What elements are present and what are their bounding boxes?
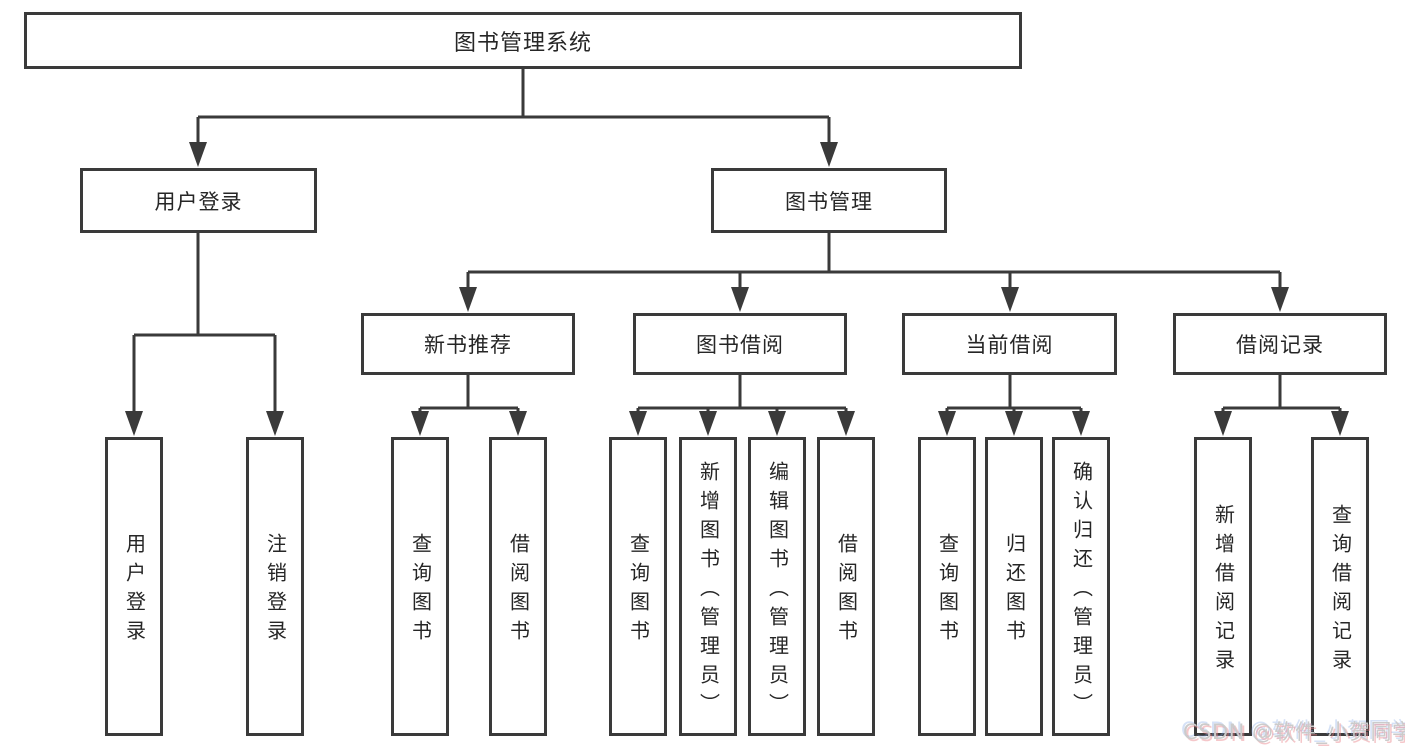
leaf-current-query-label: 查询图书 (935, 533, 960, 649)
leaf-add-book-admin: 新增图书（管理员） (679, 437, 737, 736)
node-current-borrow: 当前借阅 (902, 313, 1117, 375)
leaf-query-borrow-record-label: 查询借阅记录 (1328, 504, 1353, 678)
node-user-login-label: 用户登录 (154, 189, 243, 214)
node-book-borrow: 图书借阅 (633, 313, 847, 375)
leaf-add-borrow-record-label: 新增借阅记录 (1211, 504, 1236, 678)
csdn-watermark: CSDN @软件_小贺同学 (1183, 720, 1405, 744)
leaf-query-borrow-record: 查询借阅记录 (1311, 437, 1369, 736)
leaf-borrow-book-label: 借阅图书 (834, 533, 859, 649)
leaf-borrow-query: 查询图书 (609, 437, 667, 736)
leaf-newbook-borrow-label: 借阅图书 (506, 533, 531, 649)
leaf-confirm-return-admin-label: 确认归还（管理员） (1069, 460, 1094, 722)
node-system-root: 图书管理系统 (24, 12, 1022, 69)
node-borrow-records: 借阅记录 (1173, 313, 1387, 375)
leaf-return-book-label: 归还图书 (1002, 533, 1027, 649)
leaf-newbook-query: 查询图书 (391, 437, 449, 736)
node-new-book-recommend: 新书推荐 (361, 313, 575, 375)
node-book-management-label: 图书管理 (785, 189, 873, 214)
leaf-edit-book-admin: 编辑图书（管理员） (748, 437, 806, 736)
leaf-add-borrow-record: 新增借阅记录 (1194, 437, 1252, 736)
leaf-user-login: 用户登录 (105, 437, 163, 736)
leaf-edit-book-admin-label: 编辑图书（管理员） (765, 460, 790, 722)
leaf-user-login-label: 用户登录 (122, 533, 147, 649)
leaf-borrow-book: 借阅图书 (817, 437, 875, 736)
leaf-newbook-query-label: 查询图书 (408, 533, 433, 649)
node-borrow-records-label: 借阅记录 (1236, 333, 1324, 357)
node-new-book-recommend-label: 新书推荐 (424, 333, 512, 357)
node-book-management: 图书管理 (711, 168, 947, 233)
leaf-current-query: 查询图书 (918, 437, 976, 736)
leaf-add-book-admin-label: 新增图书（管理员） (696, 460, 721, 722)
node-user-login: 用户登录 (80, 168, 317, 233)
leaf-logout: 注销登录 (246, 437, 304, 736)
leaf-logout-label: 注销登录 (263, 533, 288, 649)
leaf-confirm-return-admin: 确认归还（管理员） (1052, 437, 1110, 736)
node-current-borrow-label: 当前借阅 (965, 333, 1054, 357)
node-system-root-label: 图书管理系统 (453, 30, 592, 56)
leaf-borrow-query-label: 查询图书 (626, 533, 651, 649)
node-book-borrow-label: 图书借阅 (696, 333, 784, 357)
leaf-return-book: 归还图书 (985, 437, 1043, 736)
leaf-newbook-borrow: 借阅图书 (489, 437, 547, 736)
